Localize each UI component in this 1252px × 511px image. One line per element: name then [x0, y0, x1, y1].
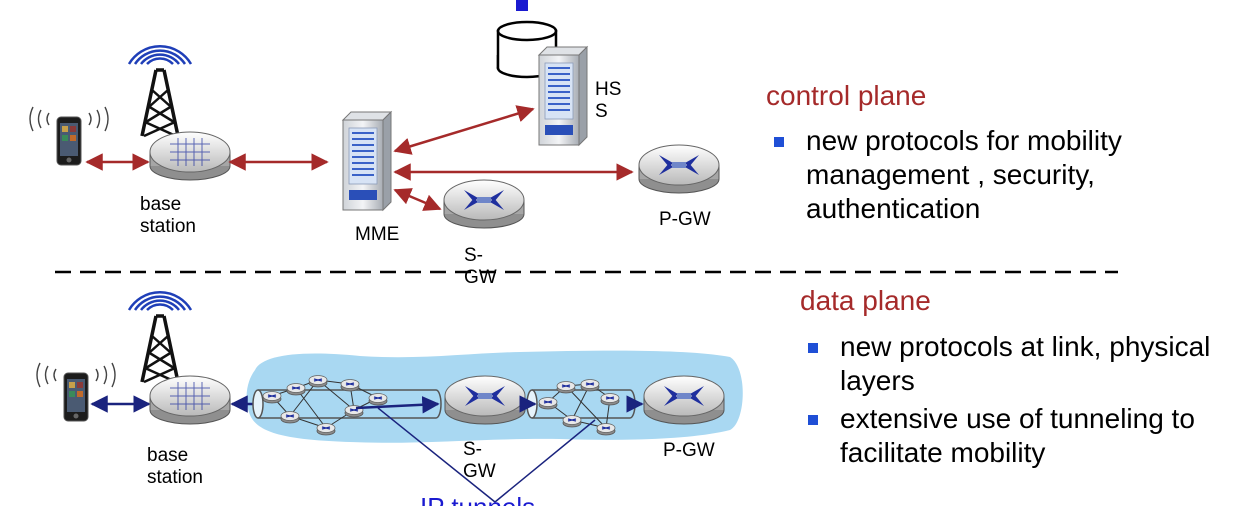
router-icon [643, 375, 725, 425]
bullet-square-icon [808, 415, 818, 425]
tunnel-label-clip: IP tunnels [420, 494, 540, 506]
router-icon [443, 179, 525, 229]
tunnel-arrow [355, 396, 440, 414]
router-icon [638, 144, 720, 194]
router-icon [444, 375, 526, 425]
network-cloud-icon [262, 374, 388, 436]
bullet-text: extensive use of tunneling to facilitate… [840, 403, 1195, 468]
base-station-label: base station [140, 194, 196, 237]
data-plane-bullets: new protocols at link, physical layers e… [804, 330, 1234, 474]
bullet-text: new protocols at link, physical layers [840, 331, 1211, 396]
control-plane-diagram [29, 20, 720, 229]
bullet-text: new protocols for mobility management , … [806, 125, 1122, 224]
callout-line [377, 407, 496, 503]
callout-line [494, 419, 596, 503]
pgw-label: P-GW [663, 440, 715, 461]
bullet-square-icon [774, 137, 784, 147]
data-plane-diagram [36, 290, 743, 503]
smartphone-icon [36, 362, 116, 422]
sgw-label: S- GW [463, 439, 496, 482]
sgw-label: S- GW [464, 245, 497, 288]
title-fragment [516, 0, 528, 11]
bullet-item: new protocols for mobility management , … [770, 124, 1220, 226]
server-icon [538, 46, 588, 146]
router-icon [149, 131, 231, 181]
mme-label: MME [355, 224, 400, 245]
pgw-label: P-GW [659, 209, 711, 230]
router-icon [149, 375, 231, 425]
bullet-square-icon [808, 343, 818, 353]
mme-hss-arrow [393, 105, 535, 155]
cell-tower-icon [127, 290, 193, 384]
smartphone-icon [29, 106, 109, 166]
mme-sgw-arrow [393, 188, 442, 211]
bullet-item: new protocols at link, physical layers [804, 330, 1234, 398]
data-plane-heading: data plane [800, 285, 931, 316]
cell-tower-icon [127, 44, 193, 138]
control-plane-bullets: new protocols for mobility management , … [770, 124, 1220, 230]
control-plane-heading: control plane [766, 80, 927, 111]
server-icon [342, 111, 392, 211]
hss-label: HS S [595, 79, 622, 122]
tunnel-cutoff-label: IP tunnels [420, 494, 535, 506]
base-station-label: base station [147, 445, 203, 488]
bullet-item: extensive use of tunneling to facilitate… [804, 402, 1234, 470]
